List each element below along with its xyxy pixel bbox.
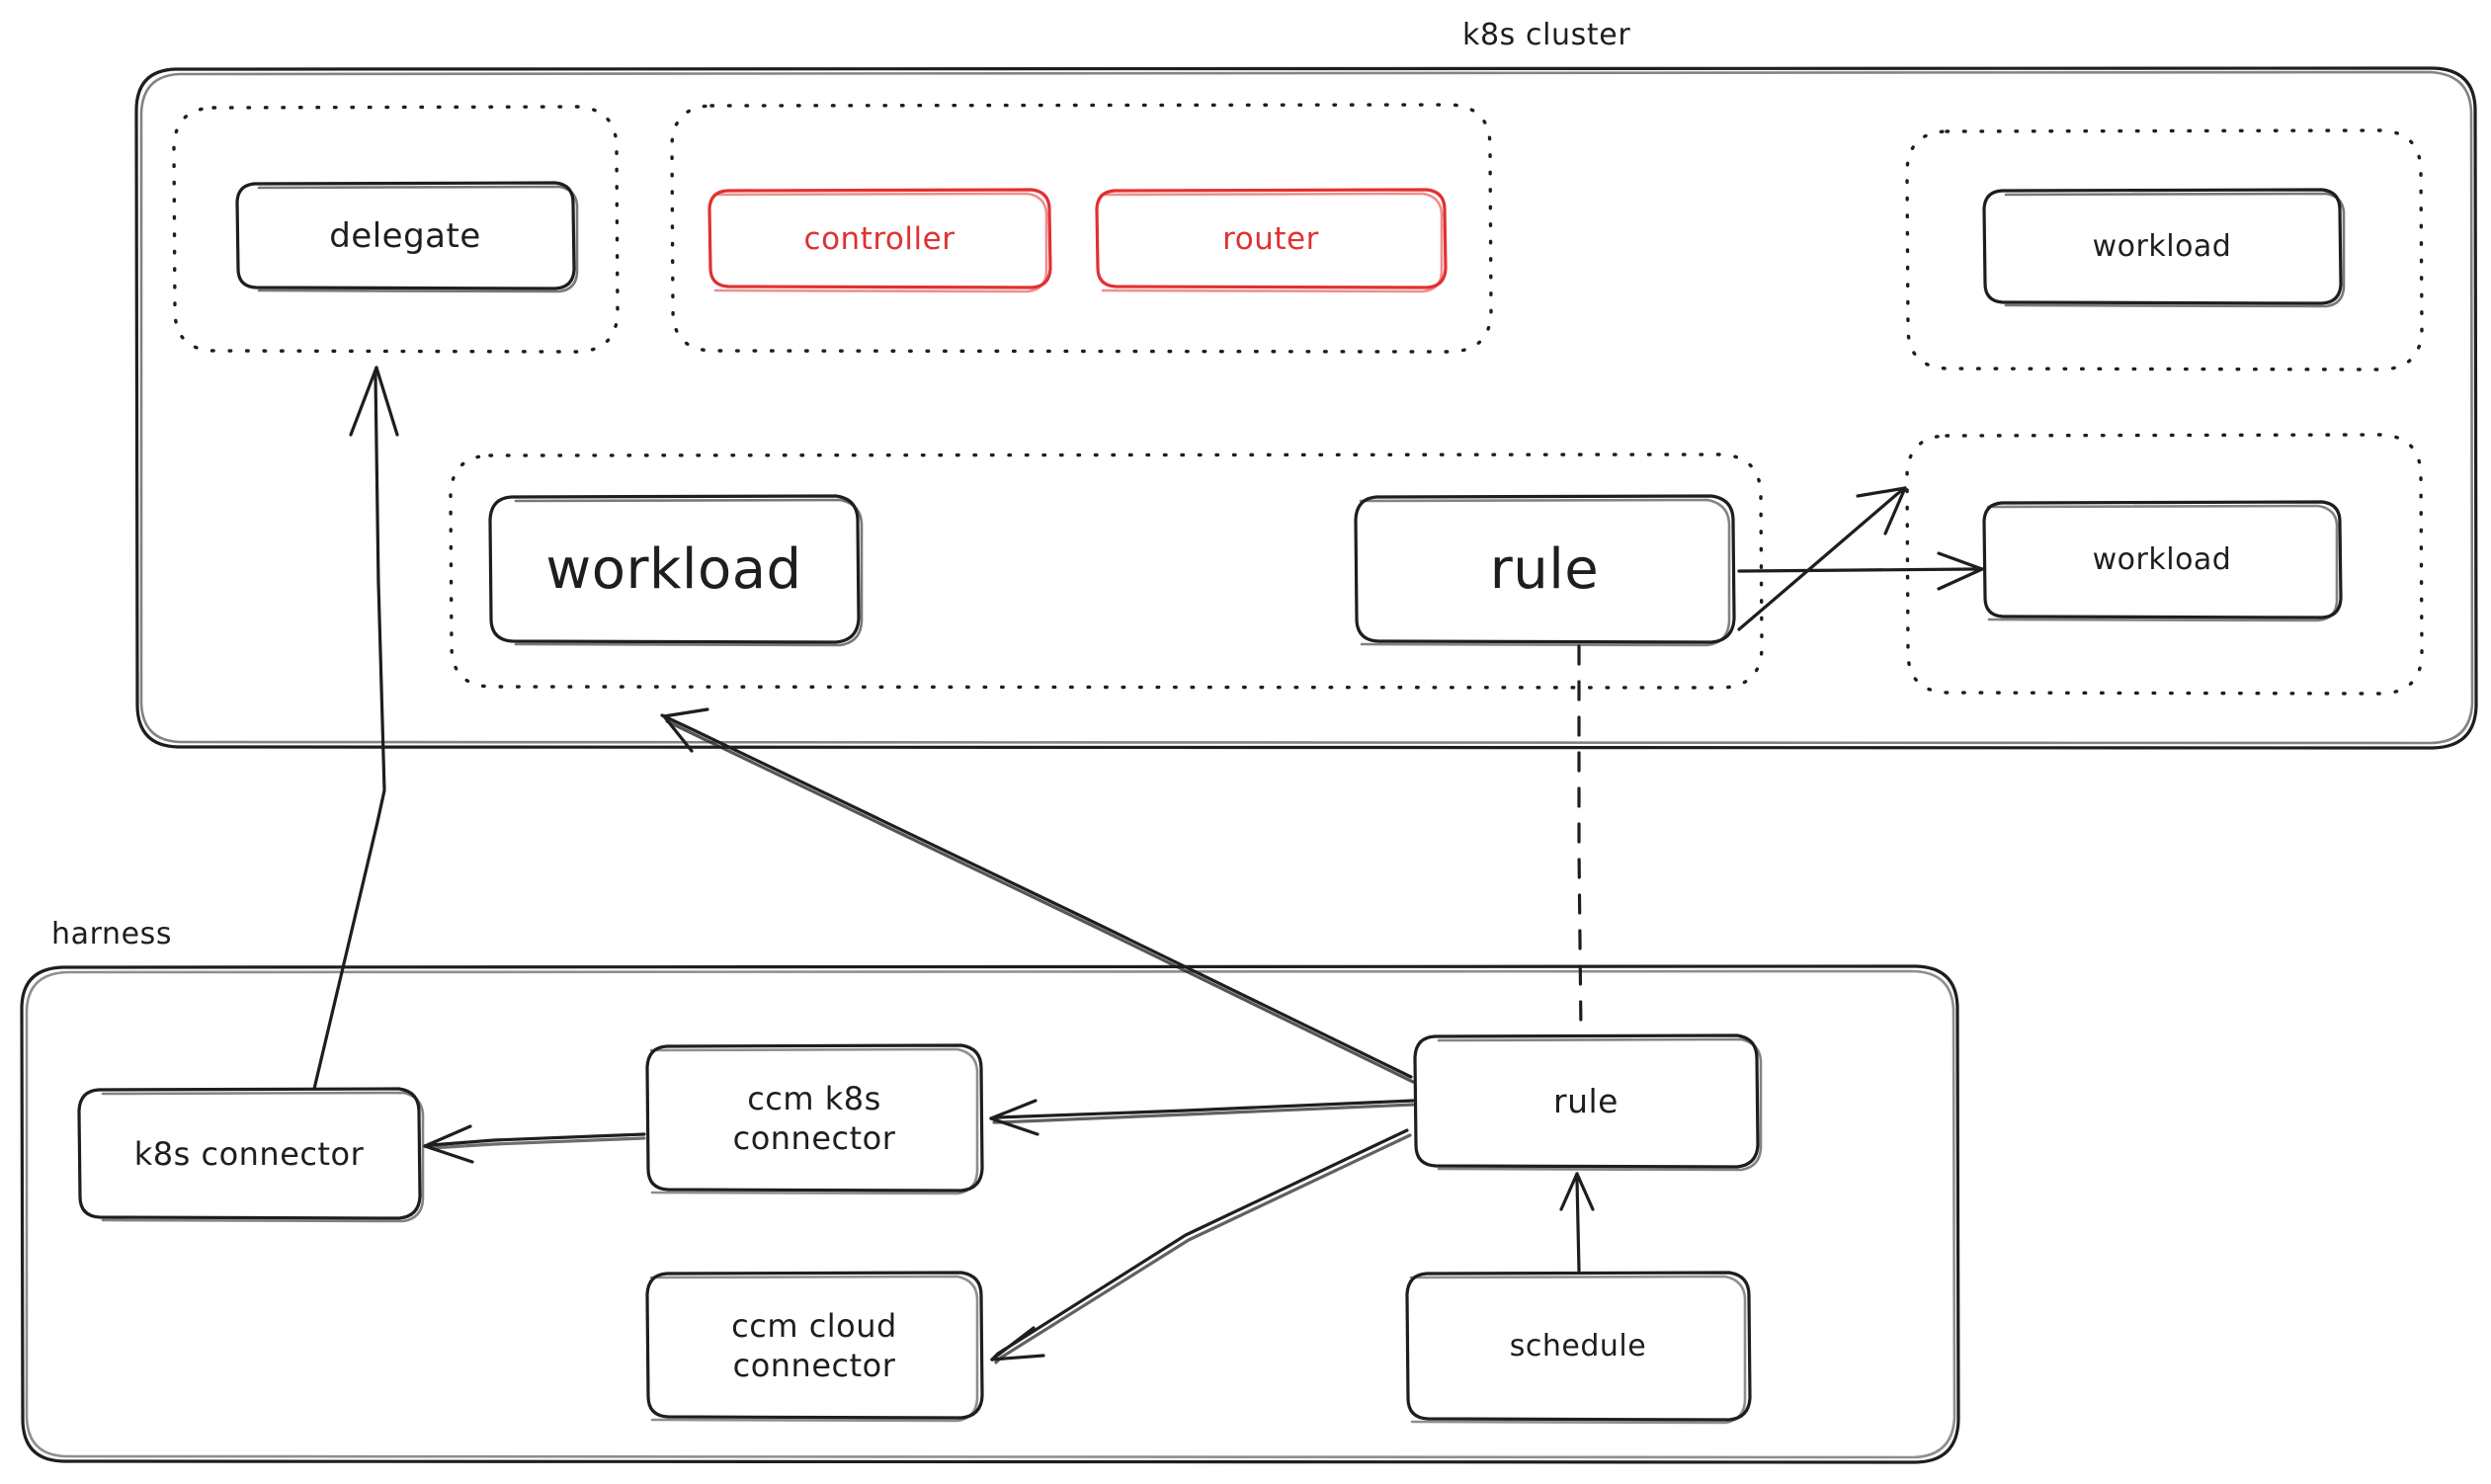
node-workload-center[interactable] <box>490 496 858 644</box>
node-workload-mid-right[interactable] <box>1984 502 2340 618</box>
connection-rule-cluster-to-workload-mid-right <box>1737 551 1984 591</box>
node-box-controller[interactable] <box>707 188 1052 293</box>
node-box-ccm-k8s-connector[interactable] <box>645 1043 984 1195</box>
group-delegate <box>172 105 620 354</box>
node-box-workload-center[interactable] <box>488 494 864 647</box>
container-k8s-cluster <box>134 66 2478 750</box>
node-box-rule-harness[interactable] <box>1413 1033 1763 1172</box>
connection-ccm-k8s-connector-to-k8s-connector <box>423 1124 646 1164</box>
connection-rule-cluster-to-rule-harness <box>1577 644 1583 1034</box>
node-box-delegate[interactable] <box>235 181 579 293</box>
node-router[interactable] <box>1097 190 1445 289</box>
node-box-k8s-connector[interactable] <box>77 1087 425 1223</box>
connection-rule-harness-to-ccm-cloud-connector <box>990 1128 1412 1364</box>
node-box-ccm-cloud-connector[interactable] <box>645 1271 984 1423</box>
node-workload-top-right[interactable] <box>1984 190 2340 304</box>
connection-rule-harness-to-workload-center <box>660 707 1415 1084</box>
container-harness <box>20 964 1960 1464</box>
node-k8s-connector[interactable] <box>79 1089 419 1219</box>
node-box-schedule[interactable] <box>1405 1271 1752 1425</box>
container-label-k8s-cluster: k8s cluster <box>1462 18 1631 52</box>
connection-schedule-to-rule-harness <box>1559 1172 1595 1273</box>
node-rule-cluster[interactable] <box>1356 496 1733 644</box>
node-box-rule-cluster[interactable] <box>1354 494 1736 647</box>
node-rule-harness[interactable] <box>1415 1035 1757 1168</box>
group-workload-rule <box>449 453 1764 690</box>
node-schedule[interactable] <box>1407 1273 1749 1421</box>
node-ccm-cloud-connector[interactable] <box>647 1273 981 1419</box>
node-controller[interactable] <box>709 190 1049 289</box>
connection-k8s-connector-to-delegate <box>312 366 399 1091</box>
node-box-workload-mid-right[interactable] <box>1982 500 2343 622</box>
node-box-router[interactable] <box>1095 188 1448 293</box>
connection-rule-harness-to-ccm-k8s-connector <box>989 1099 1415 1136</box>
node-box-workload-top-right[interactable] <box>1982 188 2346 308</box>
container-label-harness: harness <box>51 917 173 951</box>
node-ccm-k8s-connector[interactable] <box>647 1045 981 1192</box>
node-delegate[interactable] <box>237 183 573 289</box>
connection-rule-cluster-to-workload-top-right <box>1737 486 1907 631</box>
